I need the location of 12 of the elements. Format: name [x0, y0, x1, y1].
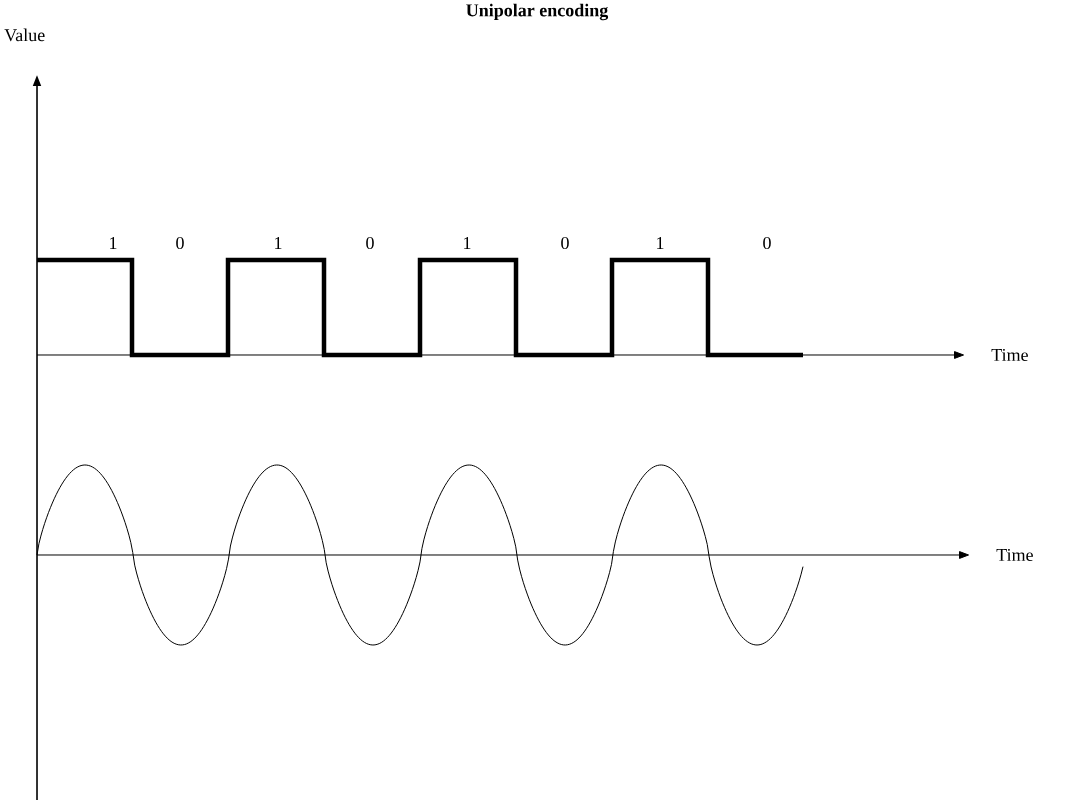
bit-label: 1	[464, 237, 471, 249]
bit-label: 0	[561, 236, 569, 250]
axis-label: Time	[996, 548, 1033, 562]
chart-title: Unipolar encoding	[466, 3, 609, 21]
bit-label: 0	[366, 236, 374, 250]
bit-label: 1	[275, 237, 282, 249]
bit-label: 0	[763, 236, 771, 250]
axis-label: Value	[4, 28, 45, 42]
bit-label: 1	[657, 237, 664, 249]
axis-label: Time	[991, 348, 1028, 362]
bit-label: 0	[176, 236, 184, 250]
bit-label: 1	[110, 237, 117, 249]
